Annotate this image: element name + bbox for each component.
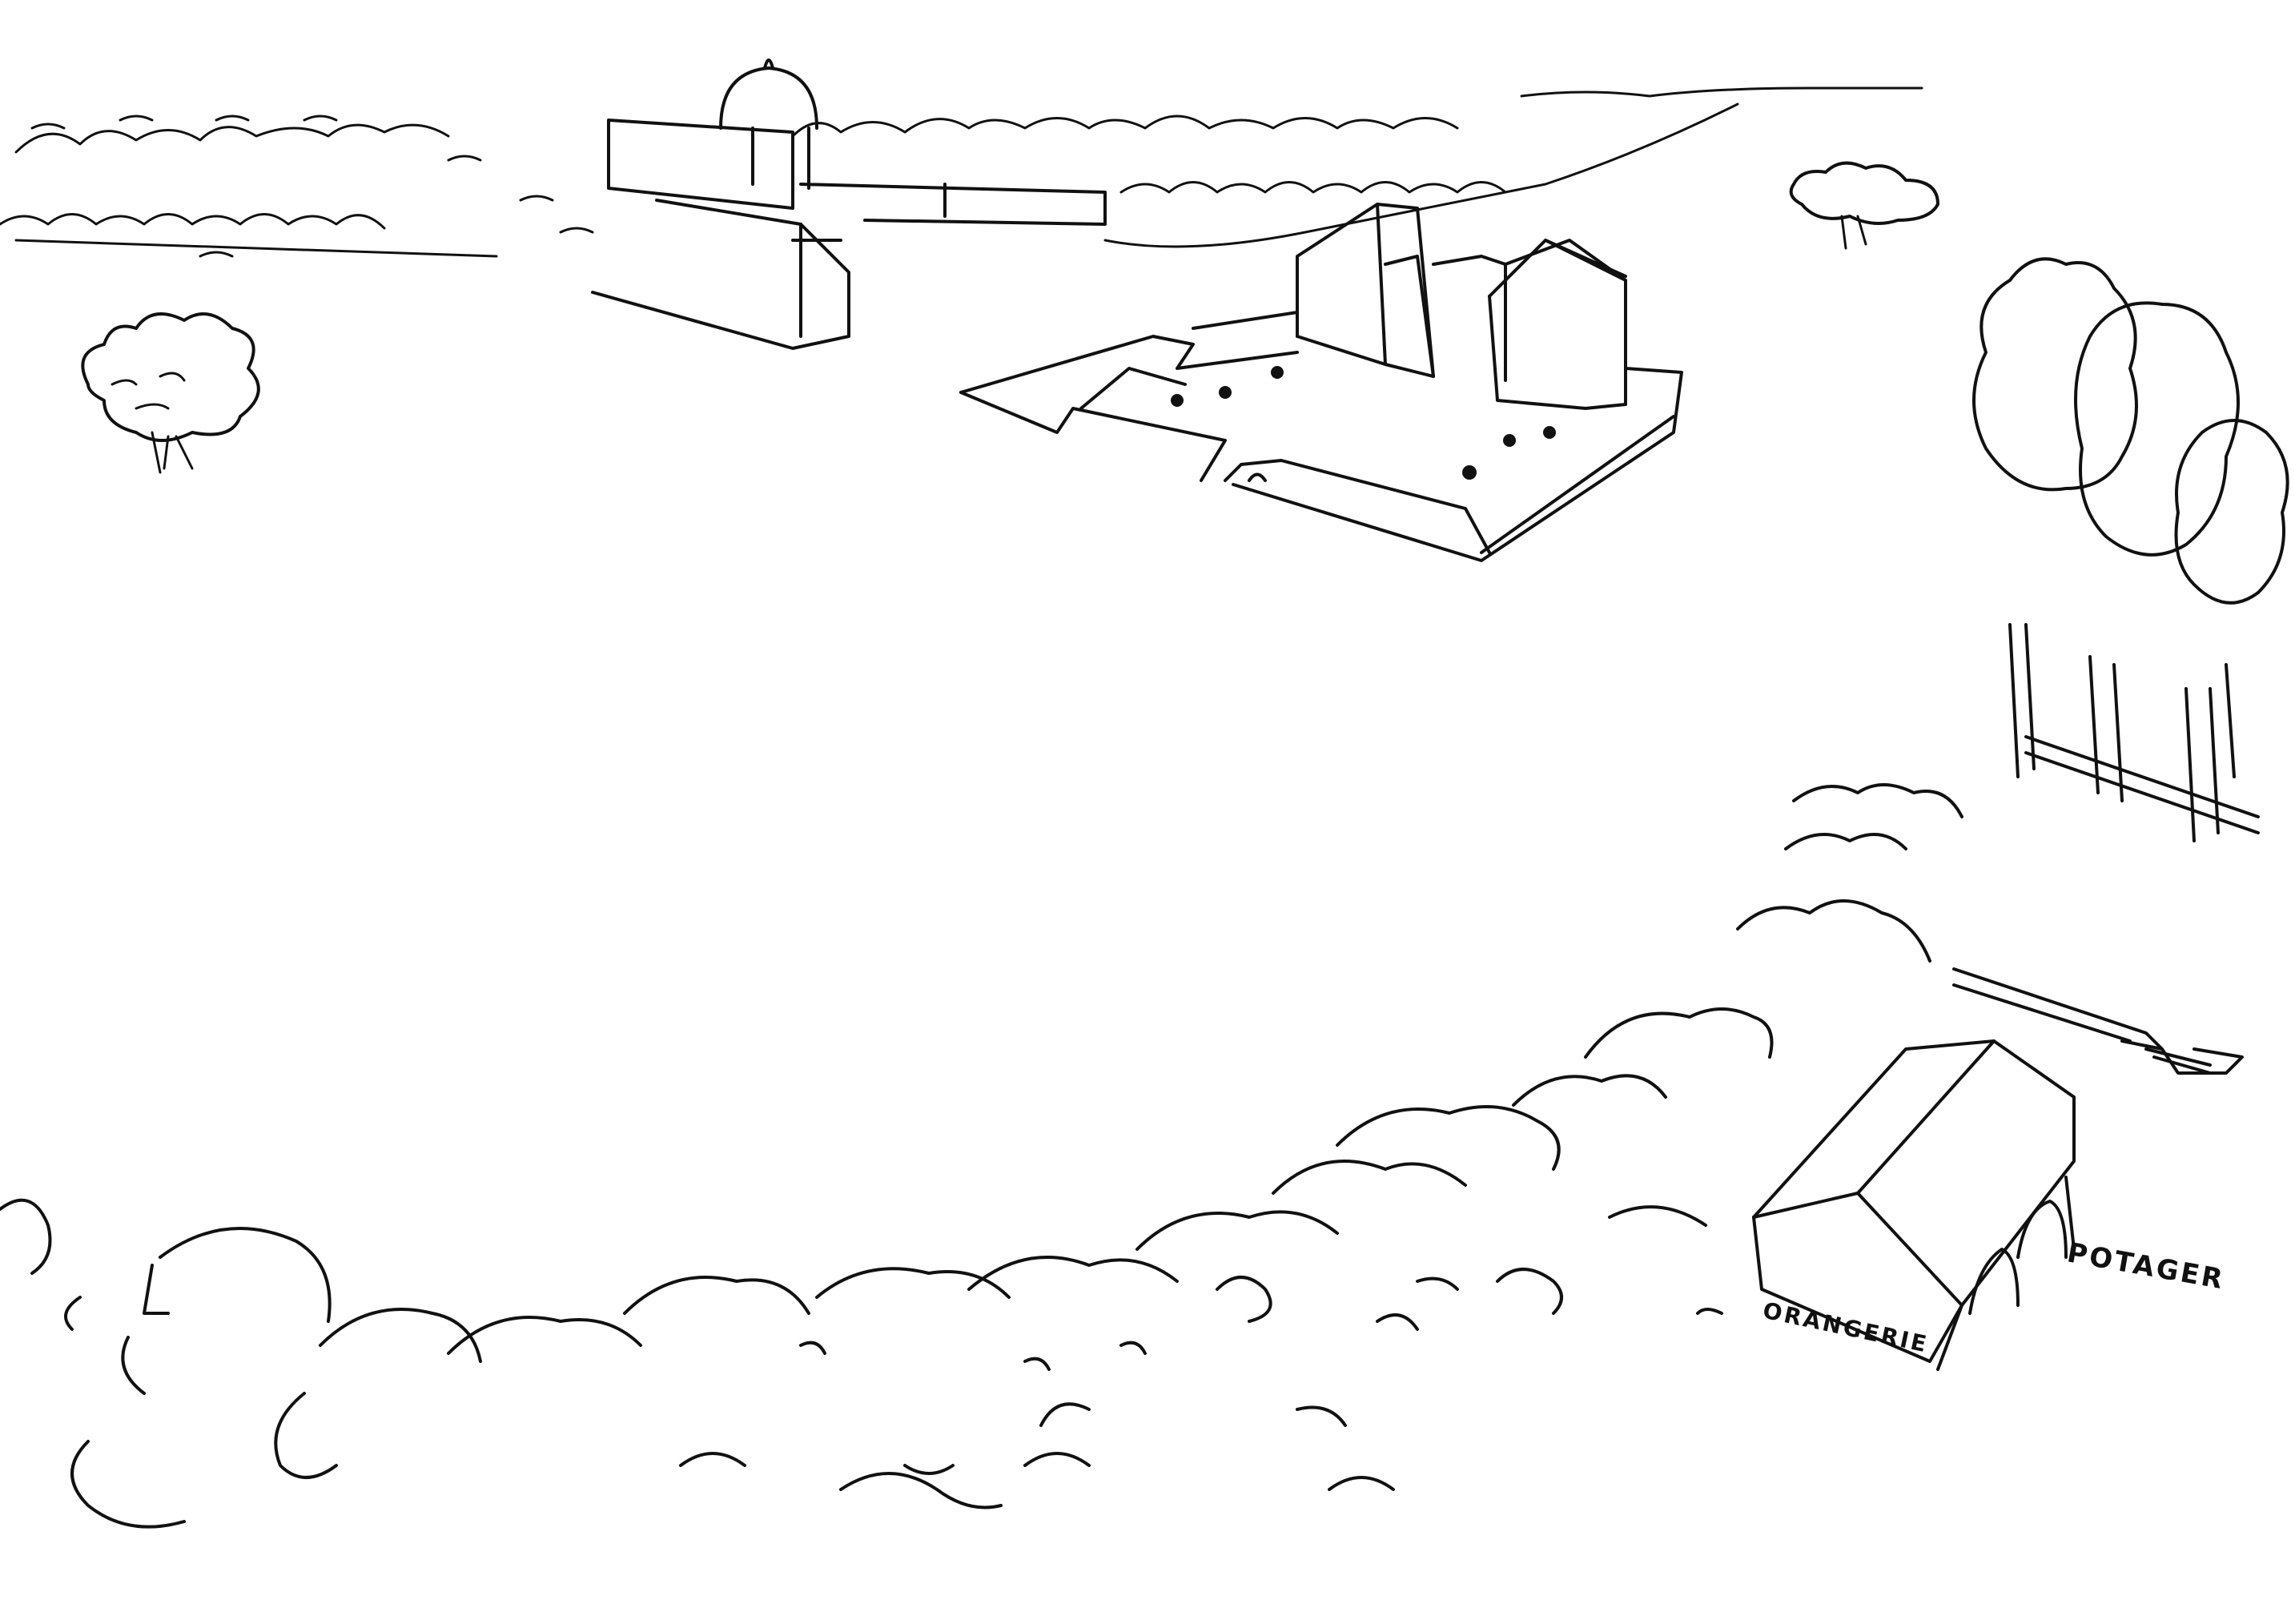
background-treeline: [0, 86, 1923, 258]
orangerie-label: ORANGERIE: [1761, 1297, 1931, 1358]
foreground-shrubbery: [0, 783, 1963, 1529]
tall-trees: [1972, 257, 2289, 842]
tree-left: [81, 312, 260, 474]
tree-cluster-top-right: [1789, 161, 1939, 250]
orangerie-building: ORANGERIE: [1752, 1039, 2076, 1371]
path-to-potager: [1952, 967, 2244, 1075]
terrace: [959, 311, 1683, 562]
domed-building: [591, 58, 1107, 350]
potager-label: POTAGER: [2064, 1236, 2227, 1296]
potager-area: POTAGER: [2064, 1236, 2227, 1296]
chateau: [1296, 203, 1627, 410]
